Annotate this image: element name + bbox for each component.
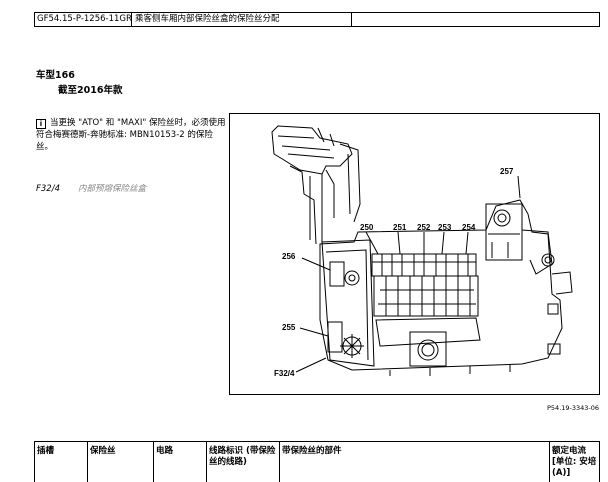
col-circuit: 电路 — [154, 442, 207, 482]
doc-id: GF54.15-P-1256-11GR — [37, 13, 132, 26]
section-heading: F32/4 内部预熔保险丝盒 — [36, 182, 146, 194]
label-254: 254 — [462, 223, 476, 232]
document-header: GF54.15-P-1256-11GR 乘客侧车厢内部保险丝盒的保险丝分配 — [34, 12, 600, 27]
col-rated-current: 额定电流 [单位: 安培 (A)] — [552, 446, 597, 478]
col-fuse: 保险丝 — [88, 442, 154, 482]
fuse-table-header: 插槽 保险丝 电路 线路标识 (带保险丝的线路) 带保险丝的部件 额定电流 [单… — [34, 441, 600, 482]
doc-title: 乘客侧车厢内部保险丝盒的保险丝分配 — [132, 13, 352, 26]
info-icon: i — [36, 119, 46, 129]
section-name: 内部预熔保险丝盒 — [77, 184, 146, 194]
label-257: 257 — [500, 167, 514, 176]
label-256: 256 — [282, 252, 296, 261]
col-slot: 插槽 — [35, 442, 88, 482]
col-component: 带保险丝的部件 — [280, 442, 550, 482]
fuse-box-drawing: 257 250 251 252 253 254 256 255 F32/4 — [271, 125, 573, 378]
label-253: 253 — [438, 223, 452, 232]
fuse-box-diagram: 257 250 251 252 253 254 256 255 F32/4 — [229, 113, 600, 395]
section-code: F32/4 — [36, 184, 60, 194]
figure-reference: P54.19-3343-06 — [547, 404, 600, 412]
label-255: 255 — [282, 323, 296, 332]
label-251: 251 — [393, 223, 407, 232]
vehicle-model: 车型166 — [36, 70, 75, 81]
col-line-id: 线路标识 (带保险丝的线路) — [207, 442, 280, 482]
model-year-range: 截至2016年款 — [58, 85, 123, 96]
label-252: 252 — [417, 223, 431, 232]
label-f32-4: F32/4 — [274, 369, 295, 378]
label-250: 250 — [360, 223, 374, 232]
note-text: 当更换 "ATO" 和 "MAXI" 保险丝时，必须使用符合梅赛德斯-奔驰标准:… — [36, 118, 226, 152]
header-extra-cell — [352, 13, 599, 26]
